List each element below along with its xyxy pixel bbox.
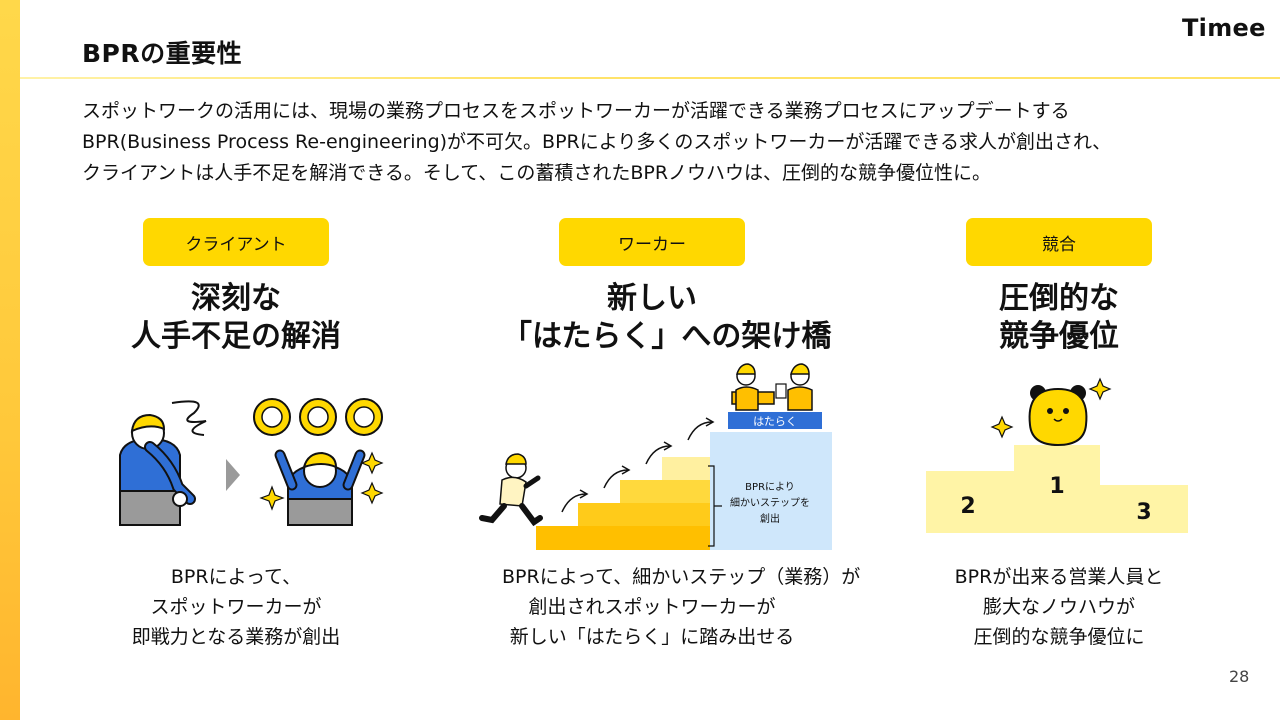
bpr-note-line: BPRにより	[745, 481, 795, 493]
heading-line: 圧倒的な	[999, 281, 1119, 316]
caption-line: スポットワーカーが	[150, 596, 322, 618]
caption-line: BPRによって、	[170, 566, 302, 588]
happy-workers-icon	[253, 398, 384, 526]
bpr-note-line: 創出	[760, 512, 780, 525]
heading-line: 深刻な	[191, 281, 281, 316]
caption-client: BPRによって、 スポットワーカーが 即戦力となる業務が創出	[86, 562, 386, 652]
caption-worker: BPRによって、細かいステップ（業務）が 創出されスポットワーカーが 新しい「は…	[502, 562, 861, 652]
running-person-icon	[479, 453, 543, 527]
intro-line: スポットワークの活用には、現場の業務プロセスをスポットワーカーが活躍できる業務プ…	[82, 100, 1070, 122]
arrow-icon	[561, 493, 587, 513]
working-people-icon	[731, 363, 813, 411]
page-number: 28	[1229, 667, 1250, 686]
stair-step	[536, 526, 710, 550]
podium-illustration: 1 2 3	[926, 377, 1188, 533]
caption-line: 創出されスポットワーカーが	[528, 596, 776, 618]
arrow-icon	[603, 469, 629, 489]
podium-second	[926, 471, 1014, 533]
sparkle-icon	[1088, 377, 1112, 401]
side-accent-bar	[0, 0, 20, 720]
podium-label-1: 1	[1049, 474, 1064, 499]
column-client: クライアント 深刻な 人手不足の解消 BPRによって、 スポットワーカーが 即戦…	[86, 218, 386, 648]
intro-line: BPR(Business Process Re-engineering)が不可欠…	[82, 131, 1112, 153]
caption-competition: BPRが出来る営業人員と 膨大なノウハウが 圧倒的な競争優位に	[909, 562, 1209, 652]
sparkle-icon	[990, 415, 1014, 439]
intro-line: クライアントは人手不足を解消できる。そして、この蓄積されたBPRノウハウは、圧倒…	[82, 162, 992, 184]
worried-person-icon	[119, 400, 207, 526]
column-worker: ワーカー 新しい 「はたらく」への架け橋 BPRによって、細かいステップ（業務）…	[502, 218, 860, 648]
podium-third	[1100, 485, 1188, 533]
heading-line: 人手不足の解消	[131, 319, 341, 354]
arrow-icon	[687, 421, 713, 441]
goal-platform	[710, 432, 832, 550]
stair-step	[662, 457, 710, 480]
worker-illustration: はたらく BPRにより 細かいステップを 創出	[479, 363, 832, 550]
caption-line: BPRが出来る営業人員と	[954, 566, 1164, 588]
caption-line: BPRによって、細かいステップ（業務）が	[502, 566, 861, 588]
hataraku-sign-label: はたらく	[753, 415, 797, 428]
heading-line: 競争優位	[999, 319, 1119, 354]
stair-step	[578, 503, 710, 526]
arrow-icon	[645, 445, 671, 465]
column-competition: 競合 圧倒的な 競争優位 BPRが出来る営業人員と 膨大なノウハウが 圧倒的な競…	[909, 218, 1209, 648]
slide-title: BPRの重要性	[82, 39, 243, 68]
caption-line: 圧倒的な競争優位に	[973, 626, 1145, 648]
podium-label-2: 2	[960, 494, 975, 519]
badge-worker: ワーカー	[559, 218, 745, 266]
podium-label-3: 3	[1136, 500, 1151, 525]
caption-line: 即戦力となる業務が創出	[131, 626, 341, 648]
heading-line: 「はたらく」への架け橋	[502, 319, 832, 354]
caption-line: 新しい「はたらく」に踏み出せる	[509, 626, 795, 648]
heading-competition: 圧倒的な 競争優位	[909, 280, 1209, 356]
client-illustration	[119, 398, 384, 526]
bpr-note-line: 細かいステップを	[730, 496, 810, 509]
heading-line: 新しい	[607, 281, 697, 316]
heading-worker: 新しい 「はたらく」への架け橋	[502, 280, 832, 356]
stair-step	[620, 480, 710, 503]
intro-text: スポットワークの活用には、現場の業務プロセスをスポットワーカーが活躍できる業務プ…	[82, 96, 1232, 189]
badge-competition: 競合	[966, 218, 1152, 266]
arrow-right-icon	[226, 459, 240, 491]
bracket	[708, 465, 722, 547]
brand-logo: Timee	[1182, 14, 1266, 42]
mascot-icon	[1028, 385, 1088, 447]
heading-client: 深刻な 人手不足の解消	[86, 280, 386, 356]
badge-client: クライアント	[143, 218, 329, 266]
podium-first	[1014, 445, 1100, 533]
title-divider	[20, 77, 1280, 79]
hataraku-sign	[728, 412, 822, 429]
caption-line: 膨大なノウハウが	[982, 596, 1135, 618]
